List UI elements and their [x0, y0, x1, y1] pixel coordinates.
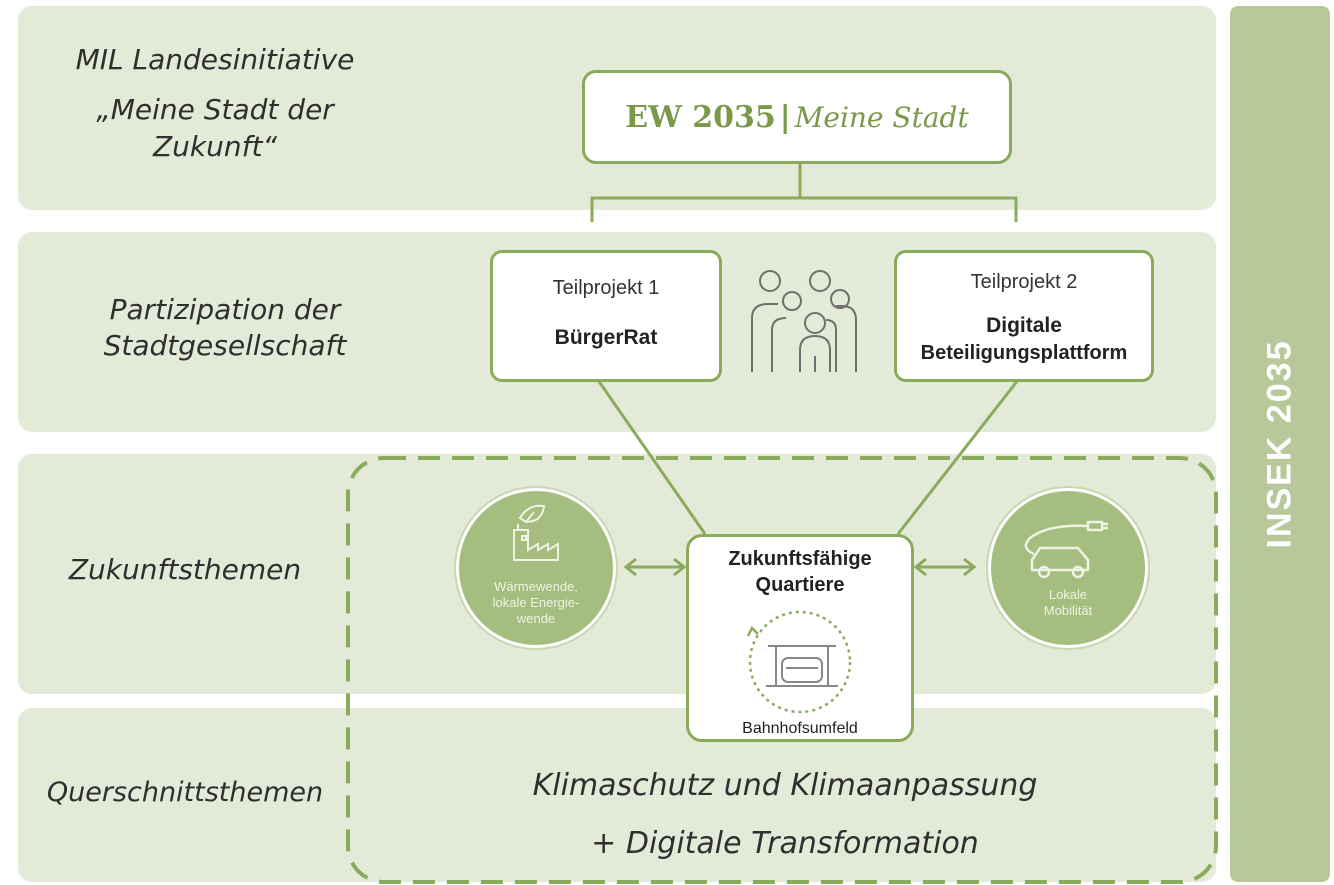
circle-waermewende: Wärmewende, lokale Energie- wende	[456, 488, 616, 648]
teilprojekt-2-box: Teilprojekt 2 Digitale Beteiligungsplatt…	[894, 250, 1154, 382]
bahnhofsumfeld-caption: Bahnhofsumfeld	[742, 720, 858, 737]
row1-title: MIL Landesinitiative	[75, 43, 355, 76]
row2-line1: Partizipation der	[109, 293, 341, 326]
train-station-icon	[746, 610, 852, 714]
row-label-zukunftsthemen: Zukunftsthemen	[68, 553, 302, 586]
quartiere-line1: Zukunftsfähige	[728, 548, 872, 570]
teilprojekt-2-name-line1: Digitale	[986, 314, 1062, 337]
connector-bracket	[590, 196, 1018, 222]
digitale-transformation-text: + Digitale Transformation	[591, 826, 979, 861]
meine-stadt-label: Meine Stadt	[794, 100, 969, 134]
circle-mobilitaet: Lokale Mobilität	[988, 488, 1148, 648]
row-label-querschnittsthemen: Querschnittsthemen	[46, 777, 324, 808]
insek-sidebar: INSEK 2035	[1230, 6, 1330, 882]
dashed-area	[346, 456, 1218, 884]
electric-car-icon	[1024, 520, 1108, 579]
row-label-landesinitiative: MIL Landesinitiative „Meine Stadt der Zu…	[40, 42, 390, 165]
teilprojekt-1-title: Teilprojekt 1	[552, 277, 660, 299]
quartiere-box: Zukunftsfähige Quartiere Bahnhofsumfeld	[686, 534, 914, 742]
waermewende-line2: lokale Energie-	[492, 595, 580, 610]
teilprojekt-1-name: BürgerRat	[554, 326, 658, 349]
mobilitaet-line2: Mobilität	[1043, 603, 1093, 618]
row2-line2: Stadtgesellschaft	[103, 329, 347, 363]
teilprojekt-2-title: Teilprojekt 2	[970, 271, 1078, 293]
band-querschnittsthemen	[18, 708, 1216, 882]
factory-leaf-icon	[513, 504, 559, 561]
ew2035-label: EW 2035	[625, 99, 776, 135]
row1-subtitle-2: Zukunft“	[153, 129, 277, 163]
quartiere-line2: Quartiere	[755, 574, 845, 596]
row1-subtitle-1: „Meine Stadt der	[96, 93, 334, 127]
teilprojekt-1-box: Teilprojekt 1 BürgerRat	[490, 250, 722, 382]
double-arrow-icon	[623, 557, 687, 577]
mobilitaet-line1: Lokale	[1048, 587, 1088, 602]
waermewende-line3: wende	[516, 611, 556, 626]
double-arrow-icon	[913, 557, 977, 577]
connector-tp1-center	[596, 379, 707, 535]
connector-tp2-center	[896, 379, 1020, 535]
ew2035-separator: |	[779, 99, 791, 135]
teilprojekt-2-name-line2: Beteiligungsplattform	[920, 342, 1128, 364]
row-label-partizipation: Partizipation der Stadtgesellschaft	[60, 292, 390, 365]
waermewende-line1: Wärmewende,	[494, 579, 578, 594]
klimaschutz-text: Klimaschutz und Klimaanpassung	[532, 768, 1038, 803]
ew2035-box: EW 2035 | Meine Stadt	[582, 70, 1012, 164]
